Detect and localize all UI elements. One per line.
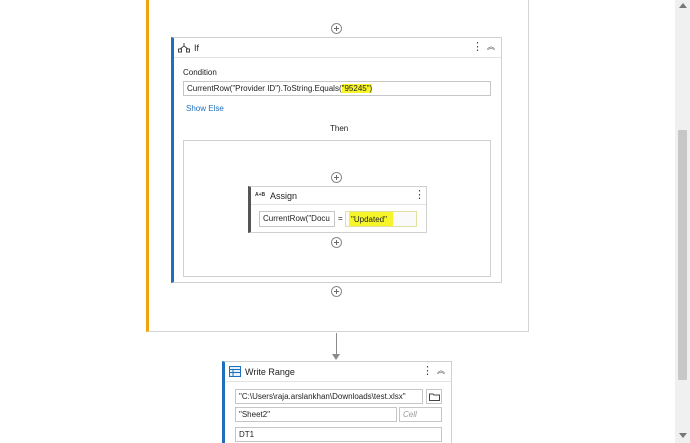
assign-activity-card[interactable]: A+B Assign ⋮ CurrentRow("Docu = "Updated… (248, 186, 427, 233)
cell-input[interactable]: Cell (399, 407, 442, 422)
kebab-icon[interactable]: ⋮ (472, 41, 483, 53)
datatable-input[interactable]: DT1 (235, 427, 442, 442)
kebab-icon[interactable]: ⋮ (422, 365, 433, 377)
assign-title: Assign (270, 191, 298, 201)
add-activity-icon[interactable] (331, 286, 342, 297)
connector-line (336, 333, 337, 355)
write-range-title: Write Range (245, 367, 295, 377)
connector-arrow-icon (332, 354, 340, 360)
write-range-header: Write Range ⋮ ︽ (225, 362, 451, 382)
scroll-up-icon[interactable] (679, 3, 687, 8)
then-label: Then (330, 124, 349, 133)
if-icon (178, 43, 190, 53)
add-activity-icon[interactable] (331, 172, 342, 183)
assign-value-input[interactable]: "Updated" (345, 211, 417, 227)
workbook-path-input[interactable]: "C:\Users\raja.arslankhan\Downloads\test… (235, 389, 423, 404)
if-title: If (194, 43, 200, 53)
if-activity-card[interactable]: If ⋮ ︽ Condition CurrentRow("Provider ID… (171, 37, 502, 283)
assign-equals: = (338, 214, 343, 223)
if-header: If ⋮ ︽ (174, 38, 501, 58)
assign-value-text: "Updated" (349, 212, 393, 226)
write-range-icon (229, 366, 241, 377)
show-else-link[interactable]: Show Else (186, 104, 224, 113)
browse-button[interactable] (426, 389, 442, 404)
kebab-icon[interactable]: ⋮ (414, 189, 425, 201)
add-activity-icon[interactable] (331, 237, 342, 248)
collapse-icon[interactable]: ︽ (437, 366, 445, 375)
condition-highlight: "95245") (341, 84, 373, 93)
condition-text: CurrentRow("Provider ID").ToString.Equal… (187, 84, 342, 93)
collapse-icon[interactable]: ︽ (487, 42, 495, 51)
add-activity-icon[interactable] (331, 23, 342, 34)
assign-header: A+B Assign ⋮ (251, 187, 426, 205)
scroll-down-icon[interactable] (679, 433, 687, 438)
then-body: A+B Assign ⋮ CurrentRow("Docu = "Updated… (183, 140, 491, 277)
sheet-name-input[interactable]: "Sheet2" (235, 407, 397, 422)
scroll-thumb[interactable] (678, 130, 687, 380)
assign-to-input[interactable]: CurrentRow("Docu (259, 211, 335, 227)
condition-input[interactable]: CurrentRow("Provider ID").ToString.Equal… (183, 81, 491, 96)
folder-icon (429, 393, 440, 401)
write-range-card[interactable]: Write Range ⋮ ︽ "C:\Users\raja.arslankha… (222, 361, 452, 443)
assign-icon: A+B (255, 192, 266, 198)
condition-label: Condition (183, 68, 217, 77)
